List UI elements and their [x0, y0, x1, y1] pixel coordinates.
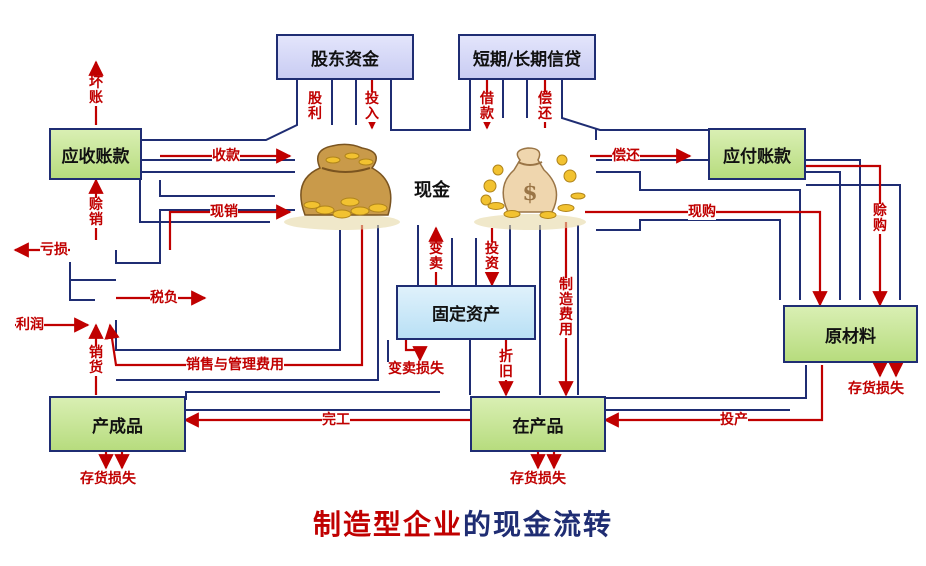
flow-loss: 亏损: [40, 242, 68, 258]
flow-dividend: 股利: [307, 91, 323, 122]
flow-credit-purchase: 赊购: [872, 203, 888, 234]
node-wip: 在产品: [470, 396, 606, 452]
flow-borrow: 借款: [479, 91, 495, 122]
flow-selling-admin-expense: 销售与管理费用: [186, 357, 284, 373]
node-receivables: 应收账款: [49, 128, 142, 180]
node-raw-materials: 原材料: [783, 305, 918, 363]
flow-cash-purchase: 现购: [688, 204, 716, 220]
title-part-1: 制造型企业: [312, 508, 463, 541]
node-fixed-assets: 固定资产: [396, 285, 536, 340]
diagram-title: 制造型企业的现金流转: [0, 503, 926, 543]
flow-cash-sales: 现销: [210, 204, 238, 220]
flow-bad-debt: 坏账: [88, 75, 104, 106]
flow-repay-credit: 偿还: [537, 91, 553, 122]
flow-depreciation: 折旧: [498, 349, 514, 380]
flow-sell-goods: 销货: [88, 345, 104, 376]
flow-completion: 完工: [322, 412, 350, 428]
title-part-2: 的现金流转: [463, 508, 614, 541]
node-payables: 应付账款: [708, 128, 806, 180]
flow-sale-loss: 变卖损失: [388, 361, 444, 377]
gold-coin-sack-icon: [284, 143, 400, 230]
flow-collect: 收款: [212, 148, 240, 164]
flow-credit-sales: 赊销: [88, 197, 104, 228]
flow-sell-off: 变卖: [428, 241, 444, 272]
flow-into-production: 投产: [720, 412, 748, 428]
flow-mfg-cost: 制造费用: [558, 277, 574, 338]
flow-inventory-loss-fg: 存货损失: [80, 471, 136, 487]
flow-invest: 投资: [484, 241, 500, 272]
flow-repay-payables: 偿还: [612, 148, 640, 164]
node-cash-label: 现金: [414, 180, 450, 201]
flow-inventory-loss-raw: 存货损失: [848, 381, 904, 397]
dollar-money-bag-icon: $: [474, 147, 586, 230]
node-finished-goods: 产成品: [49, 396, 186, 452]
flow-inventory-loss-wip: 存货损失: [510, 471, 566, 487]
node-shareholder-funds: 股东资金: [276, 34, 414, 80]
flow-profit: 利润: [16, 317, 44, 333]
svg-text:$: $: [522, 180, 537, 206]
flow-tax: 税负: [150, 290, 178, 306]
node-credit: 短期/长期信贷: [458, 34, 596, 80]
navy-channels: [69, 80, 901, 411]
flow-invest-in: 投入: [364, 91, 380, 122]
